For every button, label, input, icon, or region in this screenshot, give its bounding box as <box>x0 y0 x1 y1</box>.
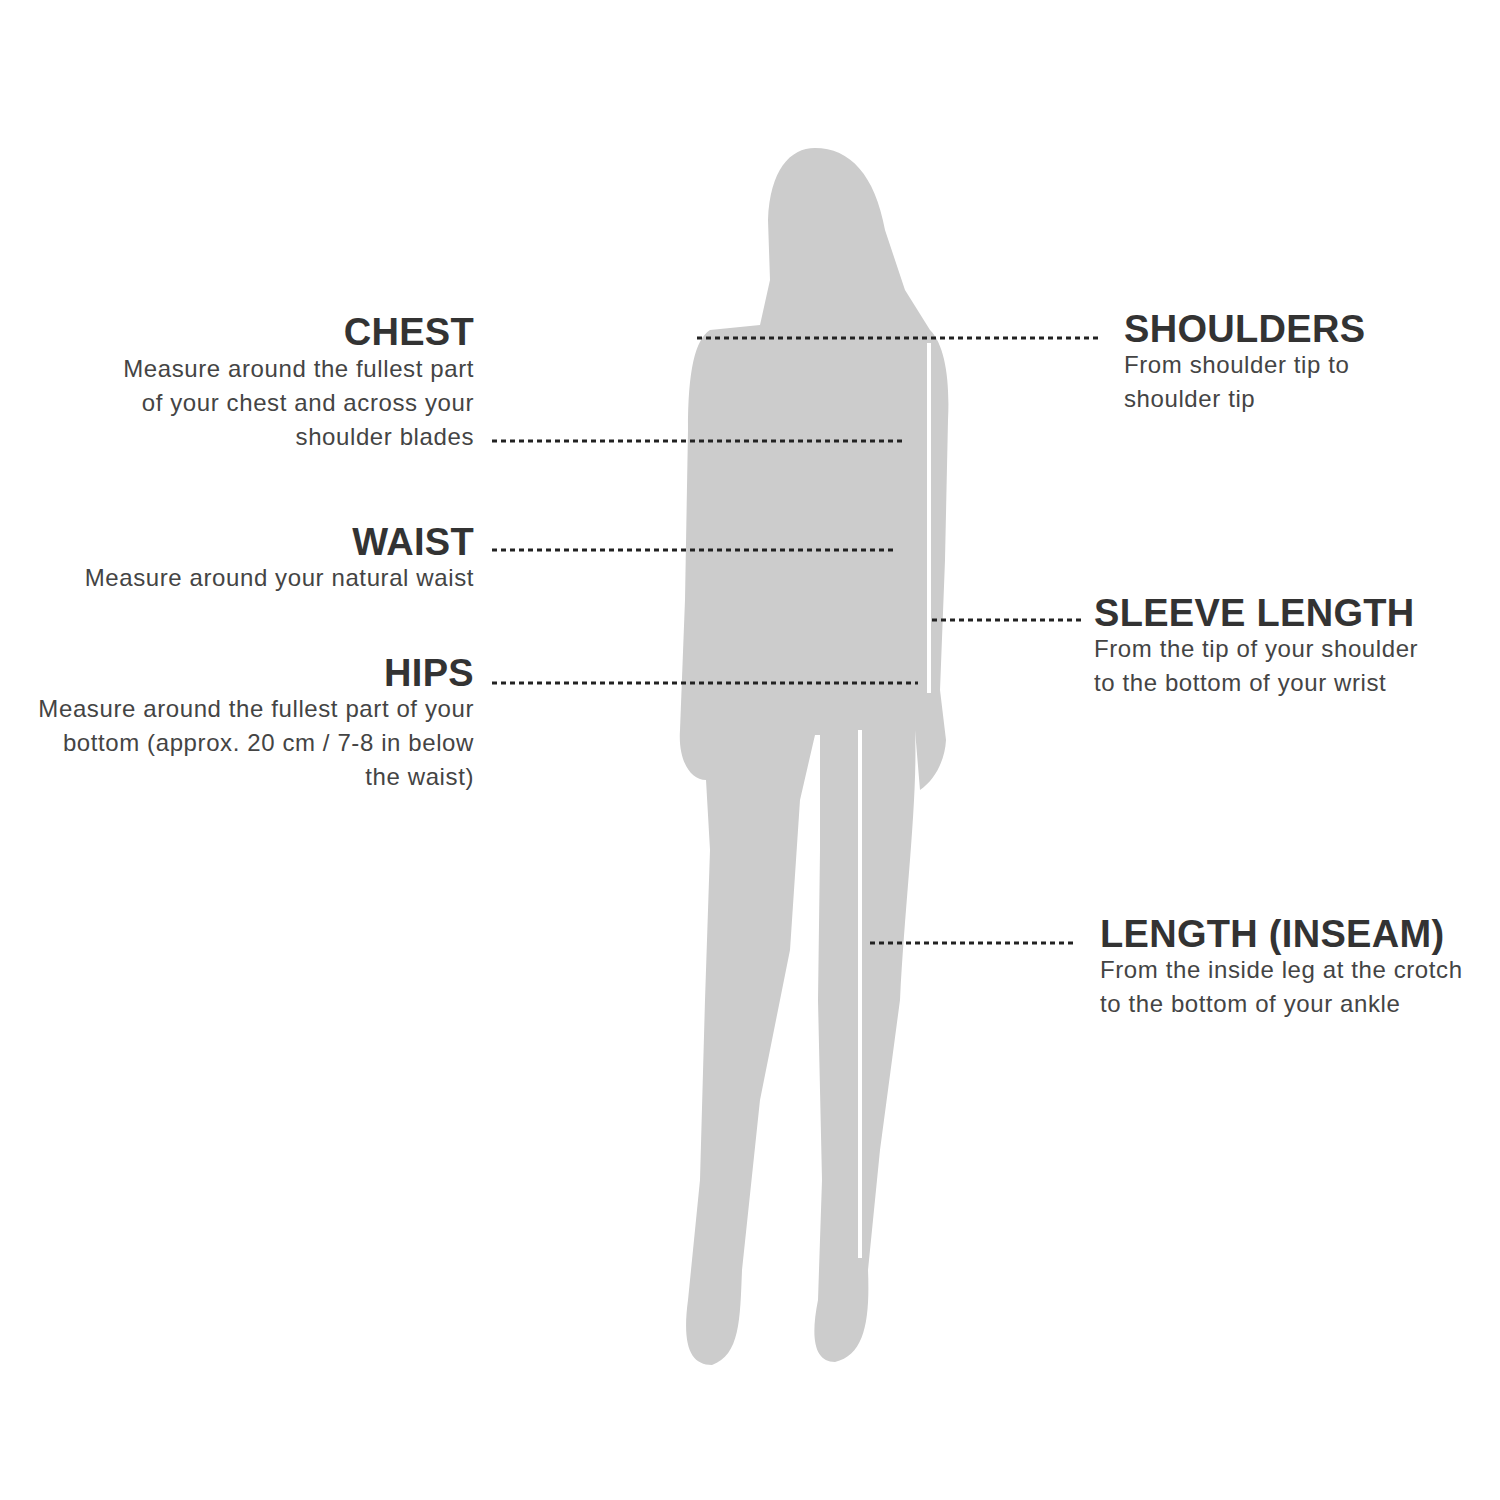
measure-instruction: Measure around the fullest part of your … <box>109 352 474 454</box>
measure-instruction: Measure around the fullest part of your … <box>29 692 474 794</box>
measure-heading: SHOULDERS <box>1124 307 1365 351</box>
shoulders-leader <box>697 337 1098 340</box>
measure-heading: SLEEVE LENGTH <box>1094 591 1415 635</box>
inseam-leader <box>870 942 1075 945</box>
measure-instruction: From the tip of your shoulder to the bot… <box>1094 632 1434 700</box>
measure-heading: CHEST <box>344 310 474 354</box>
waist-leader <box>492 549 895 552</box>
measure-heading: WAIST <box>352 520 474 564</box>
hips-leader <box>492 682 918 685</box>
measure-instruction: From the inside leg at the crotch to the… <box>1100 953 1475 1021</box>
inseam-measure-line <box>858 730 862 1258</box>
chest-leader <box>492 440 905 443</box>
measure-heading: LENGTH (INSEAM) <box>1100 912 1444 956</box>
measure-instruction: From shoulder tip to shoulder tip <box>1124 348 1384 416</box>
sleeve-leader <box>932 619 1082 622</box>
body-silhouette <box>680 148 949 1365</box>
sleeve-measure-line <box>927 343 931 693</box>
measure-instruction: Measure around your natural waist <box>14 561 474 595</box>
measure-heading: HIPS <box>384 651 474 695</box>
